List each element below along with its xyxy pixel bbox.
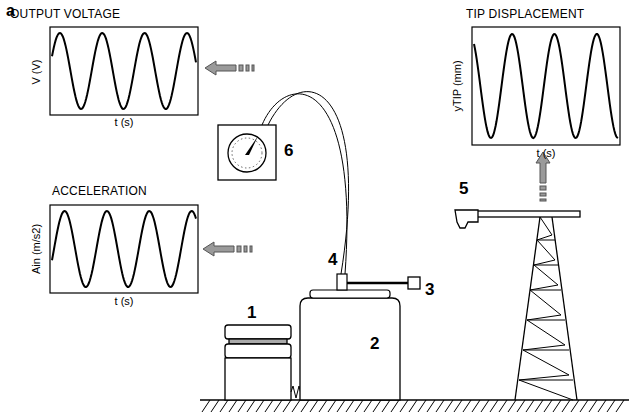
dial-needle	[245, 136, 258, 155]
hatch-line	[553, 400, 561, 412]
panel-letter: a	[6, 2, 15, 20]
hatch-line	[490, 400, 498, 412]
plot-panel: TIP DISPLACEMENT yTIP (mm) t (s)	[440, 0, 629, 160]
callout-number: 5	[459, 180, 468, 199]
hatch-line	[220, 400, 228, 412]
hatch-line	[337, 400, 345, 412]
plot-panel: ACCELERATION Ain (m/s2) t (s)	[0, 180, 205, 310]
laser-tower	[455, 210, 580, 400]
hatch-line	[436, 400, 444, 412]
hatch-line	[373, 400, 381, 412]
seismic-mass	[225, 325, 291, 400]
hatch-line	[400, 400, 408, 412]
hatch-line	[292, 400, 300, 412]
hatch-line	[328, 400, 336, 412]
ground-hatch	[202, 400, 624, 412]
hatch-line	[499, 400, 507, 412]
plot-frame	[50, 205, 198, 293]
hatch-line	[571, 400, 579, 412]
hatch-line	[238, 400, 246, 412]
hatch-line	[517, 400, 525, 412]
hatch-line	[355, 400, 363, 412]
hatch-line	[472, 400, 480, 412]
meter-box	[218, 125, 276, 180]
hatch-line	[310, 400, 318, 412]
signal-arrow	[536, 152, 550, 201]
callout-number: 3	[425, 281, 434, 300]
hatch-line	[607, 400, 615, 412]
hatch-line	[481, 400, 489, 412]
cable	[268, 92, 349, 274]
x-axis-label: t (s)	[115, 295, 134, 307]
meter-dial	[228, 134, 266, 172]
hatch-line	[229, 400, 237, 412]
shaker-table	[310, 290, 390, 298]
hatch-line	[418, 400, 426, 412]
hatch-line	[274, 400, 282, 412]
sine-trace	[474, 34, 618, 138]
sine-trace	[52, 33, 196, 109]
hatch-line	[301, 400, 309, 412]
callout-number: 4	[328, 251, 337, 270]
hatch-line	[211, 400, 219, 412]
shaker-body	[300, 298, 400, 400]
hatch-line	[364, 400, 372, 412]
sine-trace	[52, 211, 196, 287]
callout-number: 1	[247, 304, 256, 323]
piezo-beam	[347, 282, 408, 285]
plot-panel: OUTPUT VOLTAGE V (V) t (s)	[0, 0, 205, 130]
hatch-line	[427, 400, 435, 412]
hatch-line	[598, 400, 606, 412]
hatch-line	[265, 400, 273, 412]
hatch-line	[589, 400, 597, 412]
hatch-line	[247, 400, 255, 412]
hatch-line	[616, 400, 624, 412]
hatch-line	[445, 400, 453, 412]
signal-arrow	[203, 242, 252, 256]
hatch-line	[346, 400, 354, 412]
plot-title: OUTPUT VOLTAGE	[10, 8, 120, 21]
tip-mass	[408, 277, 420, 289]
hatch-line	[391, 400, 399, 412]
hatch-line	[508, 400, 516, 412]
hatch-line	[319, 400, 327, 412]
cable	[262, 94, 347, 274]
hatch-line	[454, 400, 462, 412]
hatch-line	[526, 400, 534, 412]
callout-number: 6	[284, 142, 293, 161]
hatch-line	[283, 400, 291, 412]
plot-frame	[472, 27, 620, 145]
hatch-line	[580, 400, 588, 412]
y-axis-label: Ain (m/s2)	[30, 224, 42, 274]
x-axis-label: t (s)	[115, 116, 134, 128]
y-axis-label: V (V)	[30, 59, 42, 84]
plot-title: ACCELERATION	[52, 185, 147, 198]
callout-number: 2	[370, 335, 379, 354]
signal-arrow	[205, 61, 254, 75]
x-axis-label: t (s)	[537, 147, 556, 159]
hatch-line	[535, 400, 543, 412]
plot-frame	[50, 27, 198, 115]
plot-title: TIP DISPLACEMENT	[466, 8, 584, 21]
hatch-line	[382, 400, 390, 412]
hatch-line	[202, 400, 210, 412]
hatch-line	[463, 400, 471, 412]
hatch-line	[409, 400, 417, 412]
hatch-line	[544, 400, 552, 412]
hatch-line	[256, 400, 264, 412]
y-axis-label: yTIP (mm)	[451, 60, 463, 111]
hatch-line	[562, 400, 570, 412]
clamp	[337, 274, 347, 290]
